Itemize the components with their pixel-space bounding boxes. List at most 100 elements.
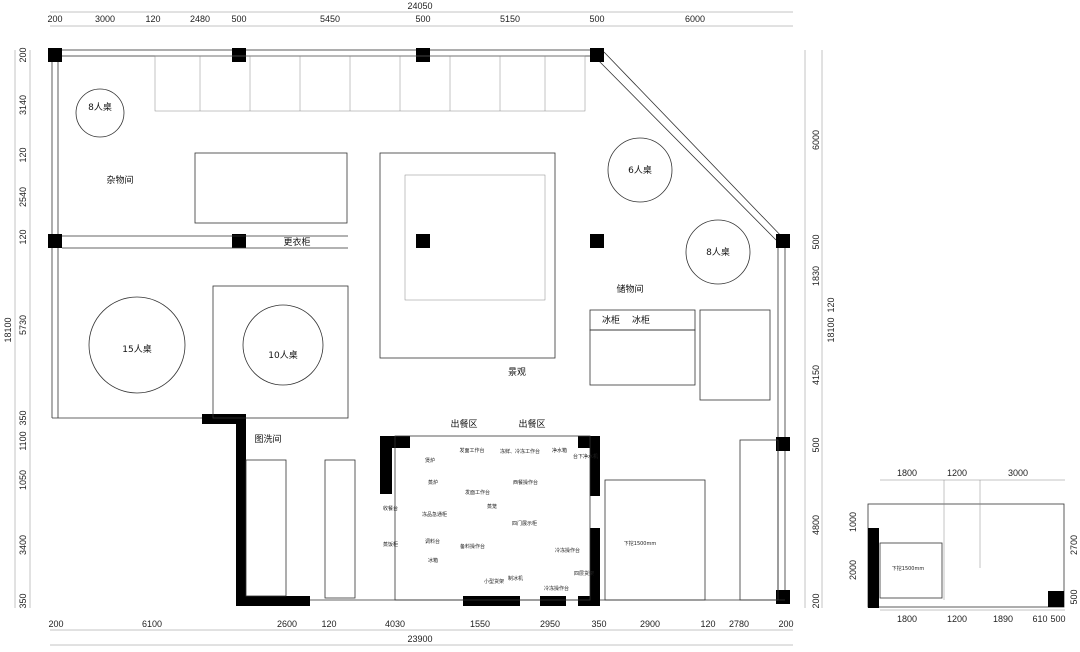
kitchen-label: 制冰机 (508, 575, 523, 582)
table-8-b (685, 219, 751, 285)
label-down-stair: 下挖1500mm (624, 540, 657, 547)
dim-label: 350 (591, 619, 606, 629)
dim-label: 6100 (142, 619, 162, 629)
dim-label: 500 (1050, 614, 1065, 624)
table-10 (242, 304, 324, 386)
dimension-lines (14, 11, 1065, 646)
label-landscape: 景观 (508, 367, 526, 378)
kitchen-label: 西餐操作台 (513, 479, 538, 486)
dim-label: 200 (47, 14, 62, 24)
dim-label: 3000 (95, 14, 115, 24)
dims-top: 200 3000 120 2480 500 5450 500 5150 500 … (47, 14, 705, 24)
dim-label: 1000 (848, 512, 858, 532)
inset-down-label: 下挖1500mm (892, 565, 925, 572)
dim-label: 4800 (811, 515, 821, 535)
walls (48, 48, 790, 606)
dim-label: 500 (811, 234, 821, 249)
label-table6: 6人桌 (628, 164, 652, 176)
dims-left: 18100 200 3140 120 2540 120 5730 350 110… (3, 47, 28, 608)
dim-label: 5150 (500, 14, 520, 24)
label-freezer-2: 冰柜 (632, 314, 650, 326)
dim-label: 2900 (640, 619, 660, 629)
kitchen-label: 冻品急通柜 (422, 511, 447, 518)
dim-label: 3140 (18, 95, 28, 115)
label-freezer-1: 冰柜 (602, 314, 620, 326)
dim-label: 6000 (811, 130, 821, 150)
kitchen-label: 冰箱 (428, 557, 438, 564)
booths (154, 55, 586, 301)
dim-label: 1800 (897, 468, 917, 478)
dim-bottom-total: 23900 (407, 634, 432, 644)
dim-label: 1890 (993, 614, 1013, 624)
dim-label: 120 (18, 147, 28, 162)
label-serving-2: 出餐区 (518, 418, 545, 430)
label-storage-misc: 杂物间 (106, 174, 133, 186)
dim-label: 120 (700, 619, 715, 629)
dim-label: 1200 (947, 468, 967, 478)
kitchen-label: 四门展示柜 (512, 520, 537, 527)
dim-label: 120 (826, 297, 836, 312)
kitchen-label: 冷冻操作台 (544, 585, 569, 592)
kitchen-label: 蒸炉 (428, 479, 438, 486)
dims-right: 18100 6000 500 1830 4150 500 4800 200 12… (811, 130, 836, 609)
dim-label: 2000 (848, 560, 858, 580)
dim-label: 120 (145, 14, 160, 24)
label-table8-b: 8人桌 (706, 246, 730, 258)
room-labels: 8人桌 杂物间 更衣柜 15人桌 10人桌 6人桌 8人桌 储物间 冰柜 冰柜 … (88, 101, 730, 547)
kitchen-label: 蒸笼 (487, 503, 497, 510)
dims-bottom: 200 6100 2600 120 4030 1550 2950 350 290… (48, 619, 793, 629)
dim-label: 1830 (811, 266, 821, 286)
kitchen-label: 冻鲜、冷冻工作台 (500, 448, 540, 455)
kitchen-label: 煲炉 (425, 457, 435, 464)
dim-label: 500 (589, 14, 604, 24)
label-serving-1: 出餐区 (450, 418, 477, 430)
dim-label: 3400 (18, 535, 28, 555)
dim-label: 2480 (190, 14, 210, 24)
dim-label: 200 (811, 593, 821, 608)
dim-label: 610 (1032, 614, 1047, 624)
dim-label: 350 (18, 410, 28, 425)
dim-label: 500 (415, 14, 430, 24)
kitchen-label: 台下净水机 (573, 453, 598, 460)
dim-label: 120 (18, 229, 28, 244)
dim-label: 4150 (811, 365, 821, 385)
table-15 (88, 296, 186, 394)
dim-label: 2780 (729, 619, 749, 629)
label-washroom: 图洗间 (254, 433, 281, 445)
table-8-a (75, 88, 125, 138)
dim-label: 120 (321, 619, 336, 629)
dim-top-total: 24050 (407, 1, 432, 11)
dim-label: 1550 (470, 619, 490, 629)
kitchen-labels: 发面工作台 煲炉 蒸炉 发面工作台 冻鲜、冷冻工作台 净水箱 台下净水机 蒸笼 … (383, 447, 598, 592)
dim-label: 2540 (18, 187, 28, 207)
dim-label: 200 (48, 619, 63, 629)
dim-label: 3000 (1008, 468, 1028, 478)
dim-label: 2600 (277, 619, 297, 629)
dim-label: 350 (18, 593, 28, 608)
label-storage: 储物间 (616, 283, 643, 295)
kitchen-label: 发面工作台 (459, 447, 484, 454)
label-locker: 更衣柜 (283, 236, 310, 248)
round-tables (75, 88, 751, 394)
dim-label: 200 (778, 619, 793, 629)
dim-label: 6000 (685, 14, 705, 24)
dim-right-total: 18100 (826, 317, 836, 342)
dim-label: 1050 (18, 470, 28, 490)
kitchen-label: 净水箱 (552, 447, 567, 454)
kitchen-label: 发面工作台 (465, 489, 490, 496)
kitchen-label: 调料台 (425, 538, 440, 545)
kitchen-label: 小型货架 (484, 578, 504, 585)
table-6 (607, 137, 673, 203)
kitchen-label: 蒸饭柜 (383, 541, 398, 548)
kitchen-label: 冷冻操作台 (555, 547, 580, 554)
dim-label: 500 (231, 14, 246, 24)
dim-label: 1100 (18, 431, 28, 450)
dim-label: 200 (18, 47, 28, 62)
label-table8-a: 8人桌 (88, 101, 112, 113)
dim-label: 500 (1069, 589, 1079, 604)
dim-label: 1200 (947, 614, 967, 624)
inset-plan: 下挖1500mm 1800 1200 3000 1800 1200 1890 6… (848, 468, 1079, 624)
dim-label: 5450 (320, 14, 340, 24)
label-table15: 15人桌 (122, 343, 151, 355)
